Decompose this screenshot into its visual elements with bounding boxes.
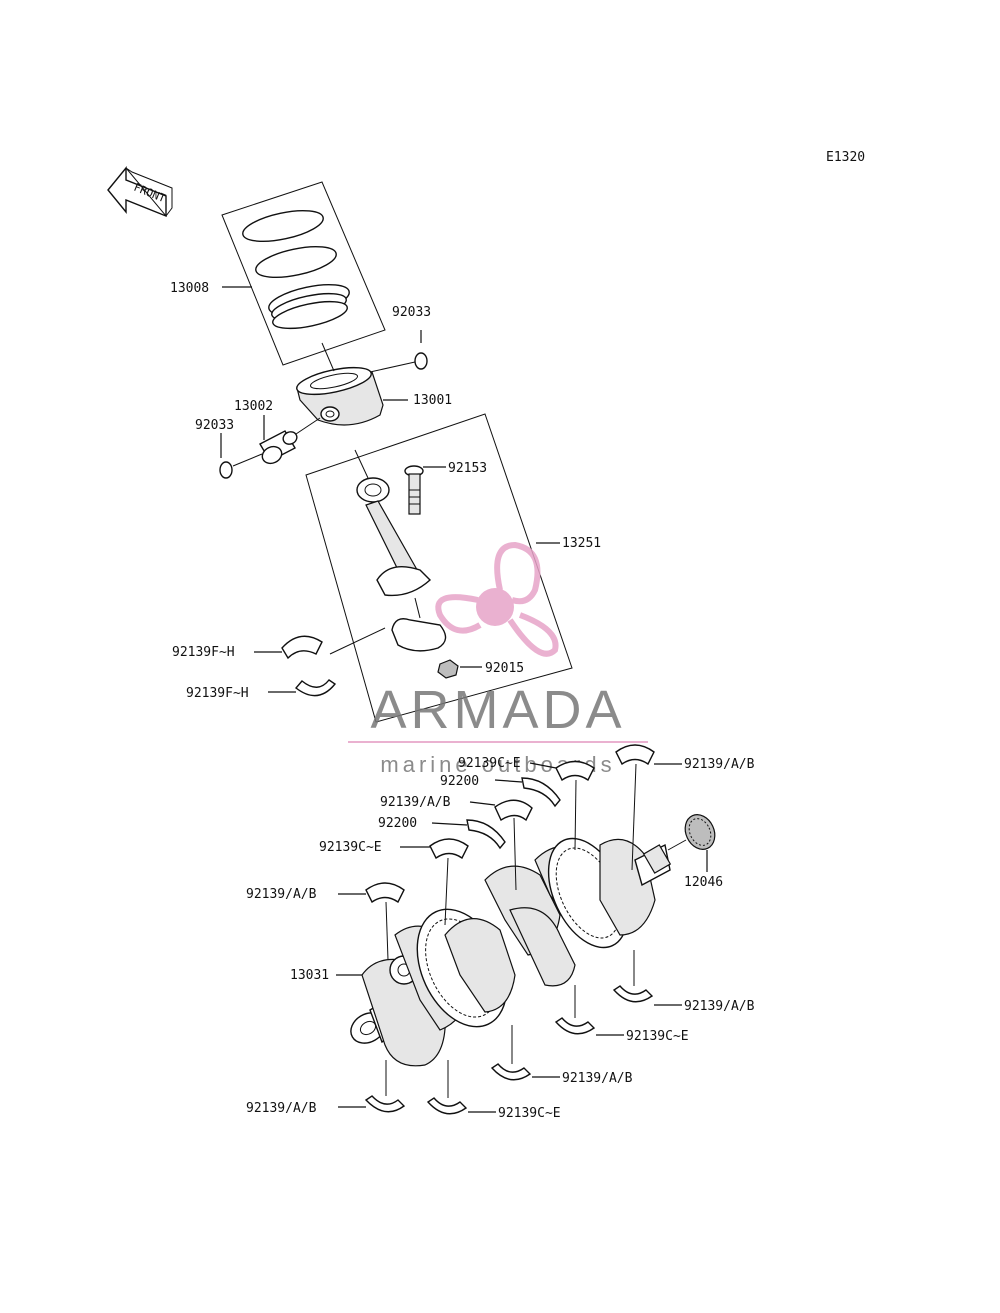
circlip-top bbox=[414, 352, 428, 370]
bearing-c-bottom bbox=[426, 1097, 468, 1115]
bearing-ab-left bbox=[365, 882, 405, 904]
label-92139fh-upper: 92139F~H bbox=[172, 645, 235, 660]
label-13002: 13002 bbox=[234, 399, 273, 414]
label-92153: 92153 bbox=[448, 461, 487, 476]
label-92139ce-right-low: 92139C~E bbox=[626, 1029, 689, 1044]
label-92139ab-right-low: 92139/A/B bbox=[684, 999, 755, 1014]
label-92139ab-top-right: 92139/A/B bbox=[684, 757, 755, 772]
bearing-ab-right-low bbox=[612, 985, 654, 1003]
label-13031: 13031 bbox=[290, 968, 329, 983]
label-92139ab-left: 92139/A/B bbox=[246, 887, 317, 902]
bearing-c-top bbox=[555, 760, 595, 782]
bearing-c-right-low bbox=[554, 1017, 596, 1035]
bearing-ab-bottom-mid bbox=[490, 1063, 532, 1081]
piston-pin bbox=[259, 430, 298, 465]
thrust-lower bbox=[466, 819, 506, 850]
label-92033-top: 92033 bbox=[392, 305, 431, 320]
label-13008: 13008 bbox=[170, 281, 209, 296]
label-92015: 92015 bbox=[485, 661, 524, 676]
bearing-c-mid bbox=[429, 838, 469, 860]
label-92139fh-lower: 92139F~H bbox=[186, 686, 249, 701]
piston bbox=[296, 366, 384, 426]
bearing-92139fh-upper bbox=[281, 635, 323, 660]
piston-rings bbox=[221, 181, 386, 366]
label-92139ce-bottom: 92139C~E bbox=[498, 1106, 561, 1121]
bearing-92139fh-lower bbox=[294, 679, 337, 697]
label-92200-lower: 92200 bbox=[378, 816, 417, 831]
bolt bbox=[404, 465, 424, 515]
label-92139ce-mid: 92139C~E bbox=[319, 840, 382, 855]
label-92200-upper: 92200 bbox=[440, 774, 479, 789]
crankshaft bbox=[350, 837, 672, 1067]
label-92033-left: 92033 bbox=[195, 418, 234, 433]
gear-12046 bbox=[684, 814, 716, 850]
conrod-frame bbox=[305, 413, 573, 723]
label-12046: 12046 bbox=[684, 875, 723, 890]
connecting-rod bbox=[356, 477, 432, 597]
watermark-brand: ARMADA bbox=[370, 680, 625, 740]
bearing-top-right bbox=[615, 744, 655, 766]
bearing-ab-mid bbox=[494, 799, 533, 822]
label-92139ab-mid: 92139/A/B bbox=[380, 795, 451, 810]
front-arrow-icon: FRONT bbox=[107, 166, 173, 218]
circlip-left bbox=[219, 461, 233, 479]
bearing-ab-bottom-left bbox=[364, 1095, 406, 1113]
label-92139ce-top: 92139C~E bbox=[458, 756, 521, 771]
label-92139ab-bottom-left: 92139/A/B bbox=[246, 1101, 317, 1116]
rod-cap bbox=[391, 618, 447, 652]
diagram-id: E1320 bbox=[826, 150, 865, 165]
label-13001: 13001 bbox=[413, 393, 452, 408]
nut bbox=[437, 659, 459, 679]
label-92139ab-bottom-mid: 92139/A/B bbox=[562, 1071, 633, 1086]
label-13251: 13251 bbox=[562, 536, 601, 551]
thrust-upper bbox=[521, 777, 561, 808]
